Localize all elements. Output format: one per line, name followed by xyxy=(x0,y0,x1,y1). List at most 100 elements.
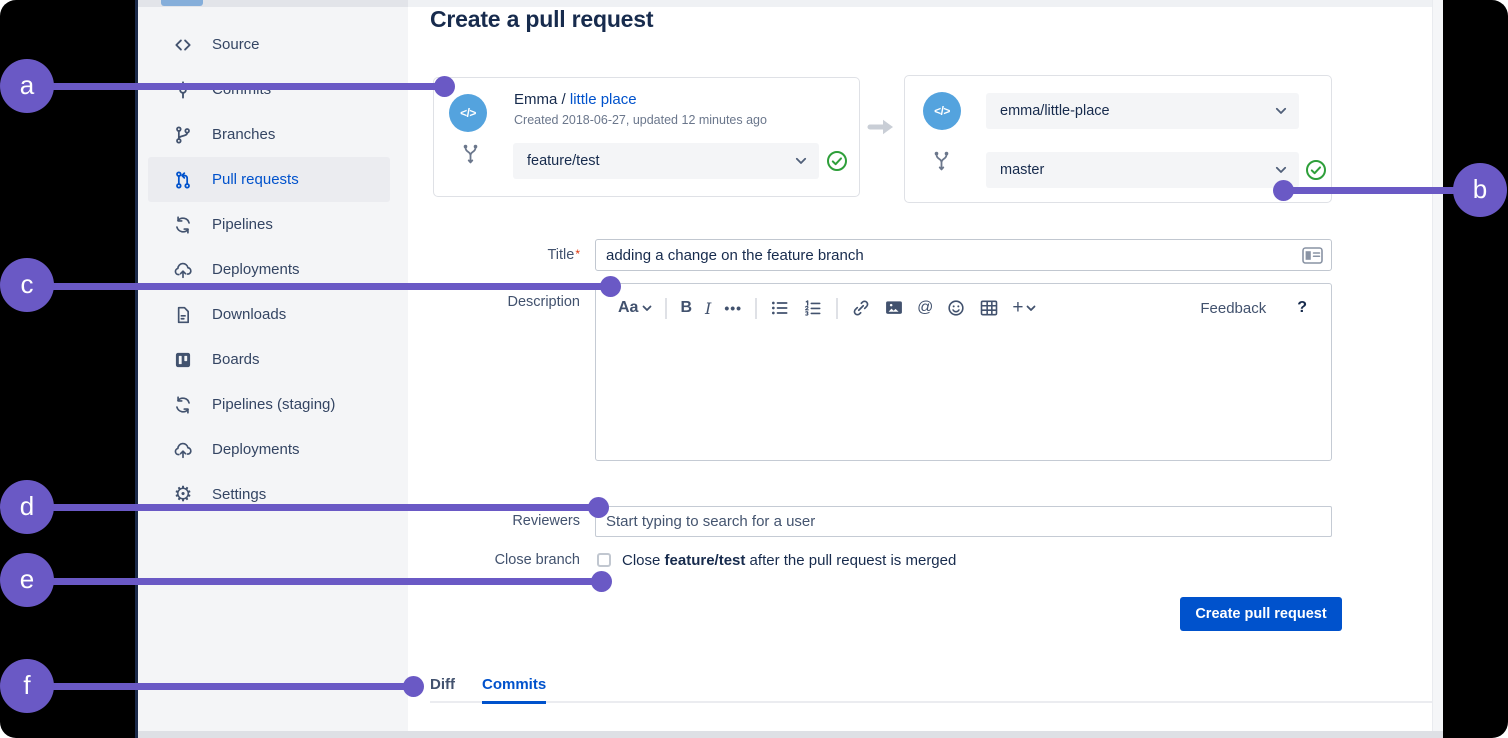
sidebar-item-pull-requests[interactable]: Pull requests xyxy=(148,157,390,202)
link-icon xyxy=(853,300,869,316)
annotation-dot-a xyxy=(434,76,455,97)
title-field-wrap xyxy=(595,239,1332,271)
workspace-logo-fragment xyxy=(161,0,203,6)
destination-repo-select[interactable]: emma/little-place xyxy=(986,93,1299,129)
link-button[interactable] xyxy=(851,298,871,318)
reviewers-label: Reviewers xyxy=(512,513,580,529)
code-avatar-glyph: </> xyxy=(934,104,950,118)
description-editor: Aa B I ••• xyxy=(595,283,1332,461)
sidebar-item-downloads[interactable]: Downloads xyxy=(148,292,390,337)
reviewers-input[interactable] xyxy=(595,506,1332,537)
annotation-dot-c xyxy=(600,276,621,297)
annotation-dot-b xyxy=(1273,180,1294,201)
emoji-button[interactable] xyxy=(946,298,966,318)
merge-direction-arrow-icon xyxy=(867,116,897,143)
annotation-dot-d xyxy=(588,497,609,518)
pull-request-icon xyxy=(172,169,194,191)
repo-avatar: </> xyxy=(449,94,487,132)
numbered-list-icon xyxy=(805,300,821,316)
page-title: Create a pull request xyxy=(430,6,654,32)
sidebar-item-deployments-2[interactable]: Deployments xyxy=(148,427,390,472)
repo-avatar: </> xyxy=(923,92,961,130)
title-input[interactable] xyxy=(595,239,1332,271)
table-button[interactable] xyxy=(979,298,999,318)
branch-fork-icon xyxy=(462,144,479,170)
editor-toolbar: Aa B I ••• xyxy=(596,284,1331,325)
source-branch-card: </> Emma / little place Created 2018-06-… xyxy=(433,77,860,197)
description-label: Description xyxy=(507,294,580,310)
branch-valid-check-icon xyxy=(826,150,848,177)
annotation-marker-a: a xyxy=(0,59,54,113)
sidebar-item-boards[interactable]: Boards xyxy=(148,337,390,382)
chevron-down-icon xyxy=(795,153,807,169)
tabs-rule xyxy=(430,701,1432,703)
repo-breadcrumb: Emma / little place xyxy=(514,91,637,108)
sidebar-nav: Source Commits Branches xyxy=(138,22,408,517)
sidebar: Source Commits Branches xyxy=(138,0,408,731)
annotation-marker-c: c xyxy=(0,258,54,312)
chevron-down-icon xyxy=(1275,162,1287,178)
annotation-marker-e: e xyxy=(0,553,54,607)
bold-button[interactable]: B xyxy=(680,299,693,316)
italic-button[interactable]: I xyxy=(705,298,712,318)
image-icon xyxy=(886,301,902,314)
tab-diff[interactable]: Diff xyxy=(430,676,455,693)
description-editor-area[interactable] xyxy=(596,332,1331,460)
annotation-dot-e xyxy=(591,571,612,592)
code-avatar-glyph: </> xyxy=(460,106,476,120)
tab-commits[interactable]: Commits xyxy=(482,676,547,704)
pipelines-refresh-icon xyxy=(172,394,194,416)
close-branch-checkbox[interactable] xyxy=(597,553,611,567)
app-window: Source Commits Branches xyxy=(135,0,1443,738)
repo-owner: Emma xyxy=(514,91,558,108)
close-branch-label: Close branch xyxy=(494,552,580,568)
insert-more-button[interactable]: + xyxy=(1012,297,1036,319)
content-top-strip xyxy=(408,0,1432,7)
mention-button[interactable]: @ xyxy=(917,299,934,316)
editor-help-button[interactable]: ? xyxy=(1297,299,1307,316)
table-icon xyxy=(981,300,998,316)
sidebar-item-label: Downloads xyxy=(212,306,287,323)
code-brackets-icon xyxy=(172,34,194,56)
annotation-line-e xyxy=(40,578,602,585)
annotation-marker-f: f xyxy=(0,659,54,713)
toolbar-divider xyxy=(755,297,758,319)
destination-branch-select[interactable]: master xyxy=(986,152,1299,188)
title-label: Title* xyxy=(547,247,580,263)
annotation-line-a xyxy=(40,83,445,90)
sidebar-item-settings[interactable]: ⚙ Settings xyxy=(148,472,390,517)
sidebar-item-label: Boards xyxy=(212,351,260,368)
bullet-list-button[interactable] xyxy=(770,298,790,318)
sidebar-item-pipelines[interactable]: Pipelines xyxy=(148,202,390,247)
image-button[interactable] xyxy=(884,298,904,318)
close-branch-name: feature/test xyxy=(664,552,746,569)
sidebar-item-pipelines-staging[interactable]: Pipelines (staging) xyxy=(148,382,390,427)
horizontal-scrollbar-track[interactable] xyxy=(138,731,1443,738)
sidebar-item-label: Pull requests xyxy=(212,171,299,188)
sidebar-top-strip xyxy=(138,0,408,7)
sidebar-item-label: Pipelines (staging) xyxy=(212,396,336,413)
sidebar-item-source[interactable]: Source xyxy=(148,22,390,67)
sidebar-item-branches[interactable]: Branches xyxy=(148,112,390,157)
toolbar-divider xyxy=(836,297,839,319)
create-pull-request-button[interactable]: Create pull request xyxy=(1180,597,1342,631)
numbered-list-button[interactable] xyxy=(803,298,823,318)
cloud-upload-icon xyxy=(172,439,194,461)
recent-titles-icon[interactable] xyxy=(1302,247,1323,269)
pipelines-refresh-icon xyxy=(172,214,194,236)
document-icon xyxy=(172,304,194,326)
bullet-list-icon xyxy=(772,301,788,315)
vertical-scrollbar[interactable] xyxy=(1432,0,1443,738)
feedback-link[interactable]: Feedback xyxy=(1200,299,1267,317)
sidebar-item-label: Deployments xyxy=(212,261,300,278)
text-style-button[interactable]: Aa xyxy=(618,299,652,317)
source-branch-select[interactable]: feature/test xyxy=(513,143,819,179)
chevron-down-icon xyxy=(1275,103,1287,119)
close-branch-text: Close feature/test after the pull reques… xyxy=(622,552,957,569)
chevron-down-icon xyxy=(1027,305,1036,311)
branch-valid-check-icon xyxy=(1305,159,1327,186)
annotation-marker-b: b xyxy=(1453,163,1507,217)
more-formatting-button[interactable]: ••• xyxy=(724,300,743,316)
sidebar-item-deployments[interactable]: Deployments xyxy=(148,247,390,292)
repo-name-link[interactable]: little place xyxy=(569,91,637,108)
